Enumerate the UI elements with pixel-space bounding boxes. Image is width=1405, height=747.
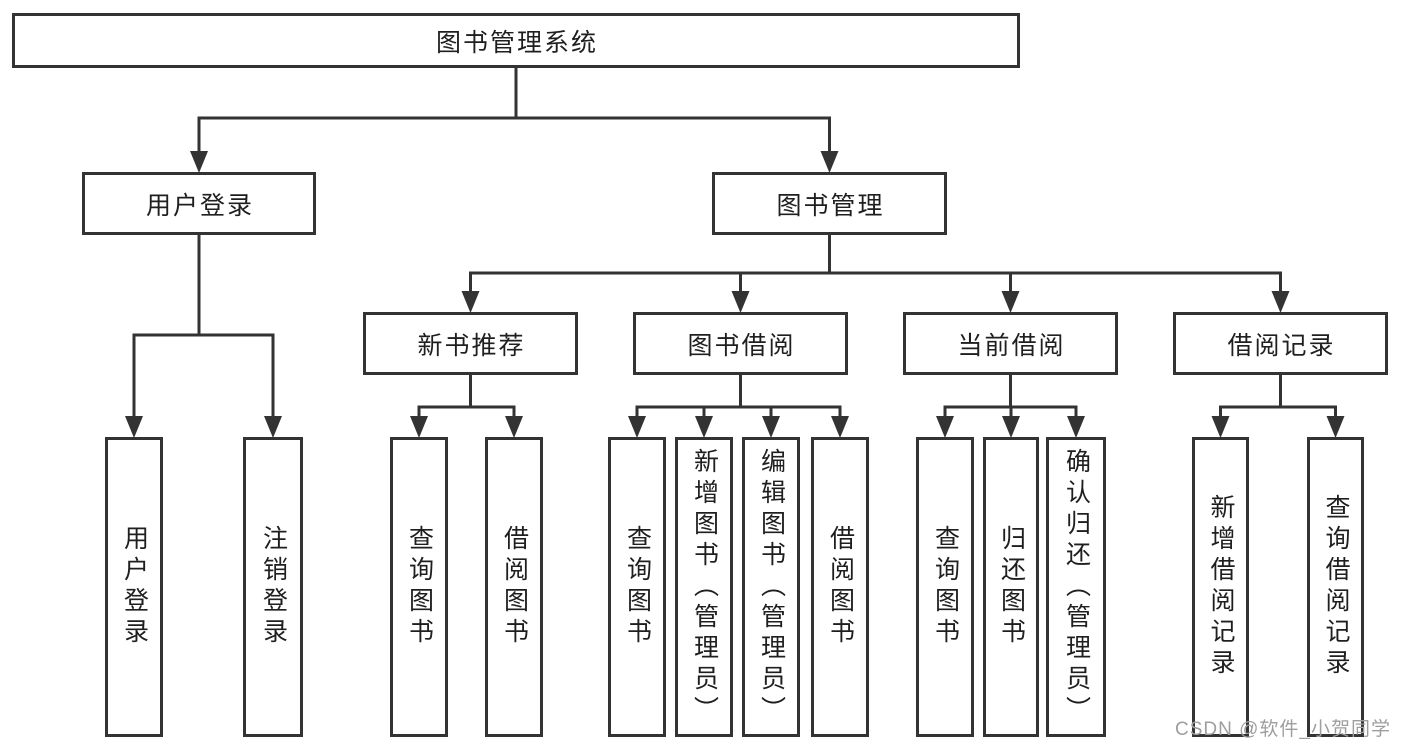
node-label-book-borrowing: 图书借阅 (687, 331, 796, 360)
node-label-leaf-edit-books: 编辑图书（管理员） (757, 447, 786, 727)
node-label-leaf-logout: 注销登录 (259, 525, 288, 649)
node-label-leaf-user-login: 用户登录 (120, 525, 149, 649)
arrowhead-user-login (190, 151, 208, 173)
node-leaf-add-borrow-record: 新增借阅记录 (1192, 437, 1249, 737)
arrowhead-leaf-user-login (125, 416, 143, 438)
node-label-user-login: 用户登录 (145, 191, 254, 220)
node-label-leaf-query-books-3: 查询图书 (931, 525, 960, 649)
node-root: 图书管理系统 (12, 13, 1020, 68)
node-current-borrowing: 当前借阅 (903, 312, 1118, 375)
node-leaf-logout: 注销登录 (243, 437, 303, 737)
node-label-root: 图书管理系统 (435, 28, 598, 57)
arrowhead-leaf-confirm-return (1067, 416, 1085, 438)
node-label-new-book-recommend: 新书推荐 (417, 331, 526, 360)
node-leaf-borrow-books-2: 借阅图书 (811, 437, 869, 737)
node-leaf-query-borrow-record: 查询借阅记录 (1307, 437, 1364, 737)
node-leaf-edit-books: 编辑图书（管理员） (742, 437, 800, 737)
arrowhead-book-borrowing (731, 291, 750, 313)
node-leaf-add-books: 新增图书（管理员） (675, 437, 733, 737)
node-leaf-query-books-1: 查询图书 (390, 437, 448, 737)
arrowhead-leaf-add-borrow-record (1211, 416, 1230, 438)
node-label-leaf-query-books-1: 查询图书 (405, 525, 434, 649)
node-label-current-borrowing: 当前借阅 (957, 331, 1066, 360)
arrowhead-current-borrowing (1001, 291, 1020, 313)
arrowhead-leaf-add-books (695, 416, 713, 438)
node-user-login: 用户登录 (82, 172, 316, 235)
arrowhead-leaf-edit-books (762, 416, 780, 438)
node-label-leaf-query-books-2: 查询图书 (623, 525, 652, 649)
node-label-leaf-add-borrow-record: 新增借阅记录 (1207, 494, 1235, 680)
node-label-leaf-add-books: 新增图书（管理员） (690, 447, 719, 727)
arrowhead-leaf-query-books-3 (936, 416, 954, 438)
node-borrowing-records: 借阅记录 (1173, 312, 1388, 375)
node-label-leaf-confirm-return: 确认归还（管理员） (1062, 447, 1091, 727)
arrowhead-leaf-logout (264, 416, 282, 438)
arrowhead-borrowing-records (1271, 291, 1290, 313)
arrowhead-new-book-recommend (461, 291, 480, 313)
node-book-management: 图书管理 (712, 172, 947, 235)
node-label-leaf-borrow-books-1: 借阅图书 (500, 525, 529, 649)
arrowhead-book-management (820, 151, 839, 173)
node-label-leaf-query-borrow-record: 查询借阅记录 (1322, 494, 1350, 680)
node-leaf-confirm-return: 确认归还（管理员） (1046, 437, 1106, 737)
arrowhead-leaf-query-borrow-record (1326, 416, 1345, 438)
node-leaf-query-books-3: 查询图书 (916, 437, 974, 737)
node-new-book-recommend: 新书推荐 (363, 312, 578, 375)
node-leaf-return-books: 归还图书 (983, 437, 1039, 737)
node-label-book-management: 图书管理 (776, 191, 885, 220)
node-book-borrowing: 图书借阅 (633, 312, 848, 375)
arrowhead-leaf-query-books-1 (410, 416, 428, 438)
arrowhead-leaf-return-books (1002, 416, 1020, 438)
arrowhead-leaf-query-books-2 (628, 416, 646, 438)
node-label-leaf-return-books: 归还图书 (997, 525, 1026, 649)
arrowhead-leaf-borrow-books-2 (831, 416, 849, 438)
node-label-leaf-borrow-books-2: 借阅图书 (826, 525, 855, 649)
watermark: CSDN @软件_小贺同学 (1175, 719, 1391, 740)
node-leaf-user-login: 用户登录 (105, 437, 163, 737)
arrowhead-leaf-borrow-books-1 (505, 416, 523, 438)
node-leaf-borrow-books-1: 借阅图书 (485, 437, 543, 737)
node-label-borrowing-records: 借阅记录 (1227, 331, 1336, 360)
node-leaf-query-books-2: 查询图书 (608, 437, 666, 737)
